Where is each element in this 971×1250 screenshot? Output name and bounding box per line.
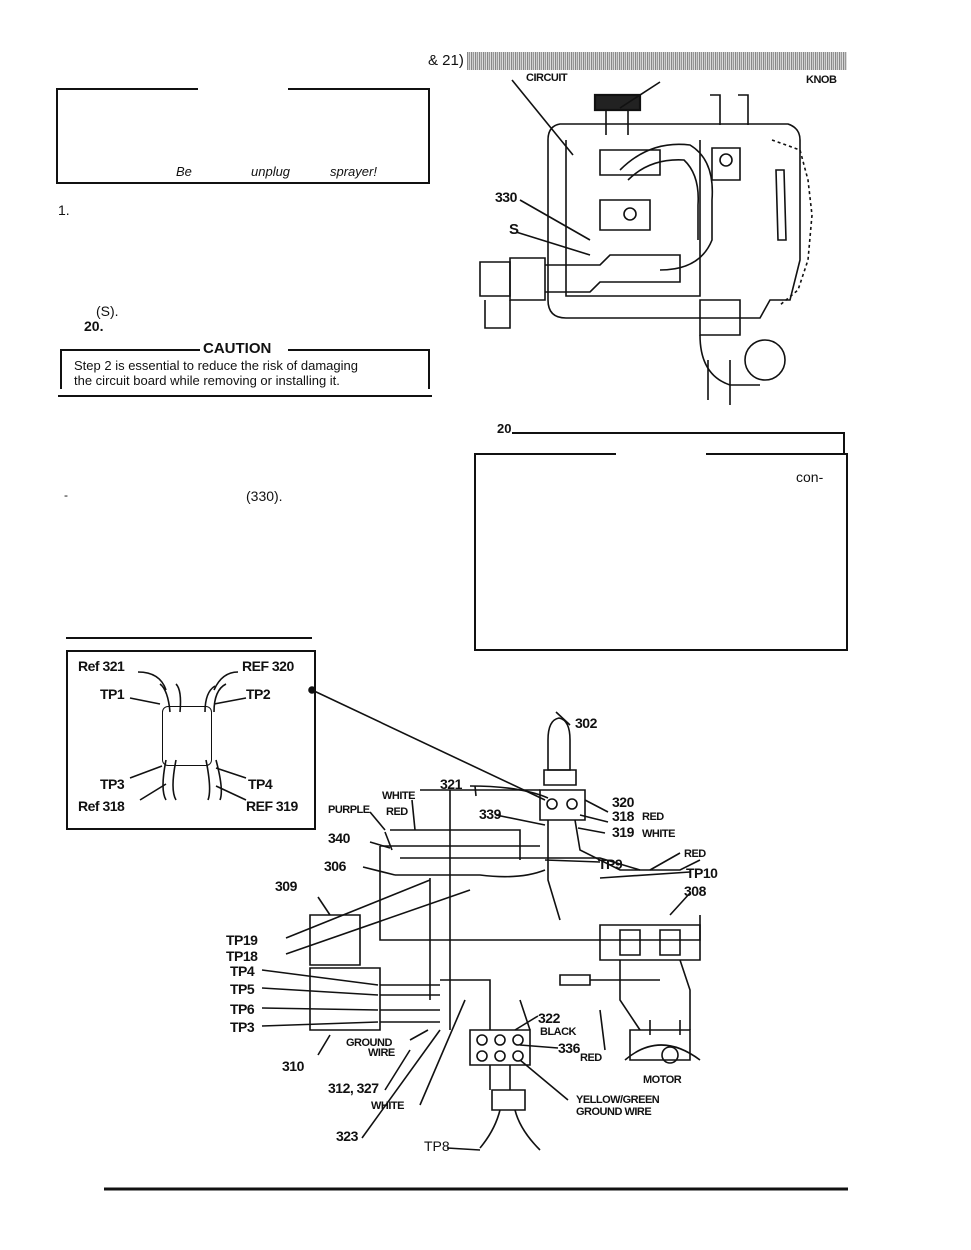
header-hatch-bar [467, 52, 847, 70]
step-fig20-ref: 20. [84, 318, 104, 334]
caution-right-bar [428, 349, 430, 389]
wiring-tp8: TP8 [424, 1138, 450, 1154]
wiring-308: 308 [684, 883, 706, 899]
wiring-ground-2: WIRE [368, 1047, 395, 1059]
inset-callout-dot [308, 686, 316, 694]
inset-tp3: TP3 [100, 776, 125, 792]
caution-bottom-rule [58, 395, 432, 397]
caution-title: CAUTION [203, 340, 272, 357]
note-text-con: con- [796, 469, 824, 485]
wiring-tp18: TP18 [226, 948, 258, 964]
wiring-306: 306 [324, 858, 346, 874]
fig20-rule-right-tick [843, 432, 845, 454]
wiring-white-319: WHITE [642, 828, 675, 840]
caution-rule-left [60, 349, 200, 351]
wiring-319: 319 [612, 824, 634, 840]
note-box-header-gap [616, 452, 706, 456]
wiring-red-b: RED [684, 848, 706, 860]
fig20-rule [512, 432, 844, 434]
wiring-302: 302 [575, 715, 597, 731]
wiring-tp4: TP4 [230, 963, 255, 979]
wiring-312-327: 312, 327 [328, 1080, 379, 1096]
inset-tp2: TP2 [246, 686, 271, 702]
caution-line-2: the circuit board while removing or inst… [74, 373, 340, 388]
warning-box: Be unplug sprayer! [56, 87, 430, 184]
wiring-black: BLACK [540, 1026, 577, 1038]
wiring-yellow-green-2: GROUND WIRE [576, 1106, 652, 1118]
inset-wires [129, 671, 247, 801]
caution-line-1: Step 2 is essential to reduce the risk o… [74, 358, 358, 373]
label-s: S [509, 221, 519, 238]
caution-rule-right [288, 349, 430, 351]
inset-ref319: REF 319 [246, 798, 298, 814]
wiring-ground-1: GROUND [346, 1037, 392, 1049]
label-knob: KNOB [806, 74, 837, 86]
warning-text-unplug: unplug [251, 164, 291, 179]
wiring-tp10: TP10 [686, 865, 718, 881]
warning-box-header-gap [198, 87, 288, 91]
wiring-322: 322 [538, 1010, 560, 1026]
wiring-340: 340 [328, 830, 350, 846]
warning-text-sprayer: sprayer! [330, 164, 377, 179]
wiring-tp5: TP5 [230, 981, 255, 997]
mid-dash: - [64, 488, 68, 502]
wiring-white-b: WHITE [371, 1100, 404, 1112]
wiring-339: 339 [479, 806, 501, 822]
fig20-label: 20 [497, 421, 512, 436]
inset-top-rule [66, 637, 312, 639]
inset-ref320: REF 320 [242, 658, 294, 674]
caution-box: CAUTION Step 2 is essential to reduce th… [60, 340, 430, 389]
warning-text-be: Be [176, 164, 192, 179]
wiring-320: 320 [612, 794, 634, 810]
wiring-motor: MOTOR [643, 1074, 682, 1086]
label-circuit: CIRCUIT [526, 72, 568, 84]
control-assembly-drawing [479, 79, 813, 405]
wiring-red-a: RED [386, 806, 408, 818]
inset-tp1: TP1 [100, 686, 125, 702]
wiring-310: 310 [282, 1058, 304, 1074]
wiring-321: 321 [440, 776, 462, 792]
wiring-323: 323 [336, 1128, 358, 1144]
wiring-tp6: TP6 [230, 1001, 255, 1017]
step-1-number: 1. [58, 202, 70, 218]
inset-box: Ref 321 REF 320 TP1 TP2 TP3 TP4 Ref 318 … [66, 650, 316, 830]
wiring-tp9: TP9 [598, 856, 623, 872]
inset-ref318: Ref 318 [78, 798, 125, 814]
wiring-red-318: RED [642, 811, 664, 823]
wiring-purple: PURPLE [328, 804, 370, 816]
wiring-white-top: WHITE [382, 790, 415, 802]
note-box: con- [474, 452, 848, 651]
wiring-tp3: TP3 [230, 1019, 255, 1035]
wiring-tp19: TP19 [226, 932, 258, 948]
inset-ref321: Ref 321 [78, 658, 125, 674]
wiring-yellow-green-1: YELLOW/GREEN [576, 1094, 660, 1106]
figure-reference: & 21) [428, 52, 464, 69]
inset-callout-line [311, 689, 546, 801]
wiring-drawing [261, 711, 701, 1151]
switch-body [162, 706, 212, 766]
wiring-309: 309 [275, 878, 297, 894]
caution-left-bar [60, 349, 62, 389]
wiring-318: 318 [612, 808, 634, 824]
wiring-336: 336 [558, 1040, 580, 1056]
mid-ref-330: (330). [246, 488, 283, 504]
step-s-ref: (S). [96, 303, 119, 319]
inset-tp4: TP4 [248, 776, 273, 792]
label-330: 330 [495, 189, 517, 205]
wiring-red-c: RED [580, 1052, 602, 1064]
